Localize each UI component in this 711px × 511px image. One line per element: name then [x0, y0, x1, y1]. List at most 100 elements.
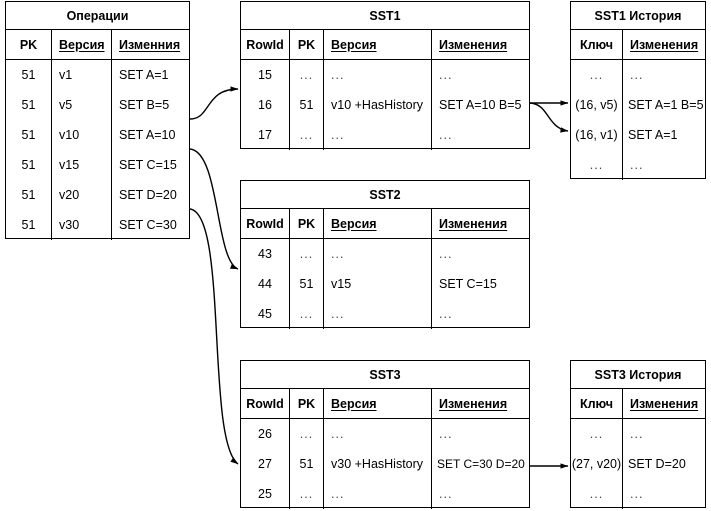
cell-changes: ... [431, 239, 529, 269]
cell-pk: ... [289, 239, 323, 269]
cell-rowid: 27 [258, 457, 272, 471]
cell-changes: SET D=20 [111, 180, 189, 210]
cell-version: v1 [51, 60, 111, 90]
sst1-history-table-title: SST1 История [571, 2, 705, 30]
sst3-history-col-changes: Изменения [622, 389, 704, 418]
cell-version: v10 [51, 120, 111, 150]
sst1-col-changes: Изменения [431, 30, 529, 59]
sst3-body: 26 ... ... ... 27 51 v30 +HasHistory SET… [241, 419, 529, 509]
sst3-col-version: Версия [323, 389, 431, 418]
cell-version: v10 +HasHistory [323, 90, 431, 120]
sst2-table: SST2 RowId PK Версия Изменения 43 ... ..… [240, 180, 530, 329]
sst1-header-row: RowId PK Версия Изменения [241, 30, 529, 60]
sst3-history-header-row: Ключ Изменения [571, 389, 705, 419]
cell-changes: SET A=1 [111, 60, 189, 90]
cell-rowid: 45 [258, 307, 272, 321]
cell-pk: 51 [21, 218, 36, 232]
table-row: 51 v15 SET C=15 [6, 150, 189, 180]
table-row: 25 ... ... ... [241, 479, 529, 509]
cell-rowid: 25 [258, 487, 272, 501]
cell-changes: ... [622, 479, 704, 509]
cell-version: ... [323, 120, 431, 150]
cell-rowid: 43 [258, 247, 272, 261]
cell-version: v15 [51, 150, 111, 180]
table-row: 51 v30 SET C=30 [6, 210, 189, 240]
sst3-history-col-key: Ключ [579, 396, 614, 411]
cell-version: v30 +HasHistory [323, 449, 431, 479]
table-row: 17 ... ... ... [241, 120, 529, 150]
cell-version: ... [323, 299, 431, 329]
cell-pk: 51 [289, 449, 323, 479]
table-row: 51 v1 SET A=1 [6, 60, 189, 90]
cell-key: ... [589, 68, 604, 82]
cell-changes: SET D=20 [622, 449, 704, 479]
sst1-col-pk: PK [289, 30, 323, 59]
table-row: 51 v10 SET A=10 [6, 120, 189, 150]
cell-changes: SET A=10 [111, 120, 189, 150]
table-row: 43 ... ... ... [241, 239, 529, 269]
cell-changes: ... [431, 479, 529, 509]
operations-col-changes: Изменния [111, 30, 189, 59]
sst2-col-changes: Изменения [431, 209, 529, 238]
cell-version: ... [323, 239, 431, 269]
cell-changes: ... [622, 419, 704, 449]
cell-version: ... [323, 419, 431, 449]
sst2-col-rowid: RowId [246, 216, 284, 231]
table-row: 26 ... ... ... [241, 419, 529, 449]
table-row: ... ... [571, 60, 705, 90]
table-row: 44 51 v15 SET C=15 [241, 269, 529, 299]
sst2-table-title: SST2 [241, 181, 529, 209]
sst1-table: SST1 RowId PK Версия Изменения 15 ... ..… [240, 1, 530, 150]
sst3-header-row: RowId PK Версия Изменения [241, 389, 529, 419]
cell-pk: 51 [21, 158, 36, 172]
connector-operations-v15-to-sst2 [189, 148, 239, 270]
operations-col-pk: PK [19, 37, 38, 52]
sst3-col-pk: PK [289, 389, 323, 418]
cell-pk: ... [289, 419, 323, 449]
table-row: ... ... [571, 479, 705, 509]
operations-body: 51 v1 SET A=1 51 v5 SET B=5 51 v10 SET A… [6, 60, 189, 240]
cell-pk: 51 [289, 90, 323, 120]
cell-changes: SET A=1 B=5 [622, 90, 704, 120]
cell-changes: ... [431, 60, 529, 90]
cell-changes: SET C=15 [111, 150, 189, 180]
cell-changes: SET B=5 [111, 90, 189, 120]
table-row: 45 ... ... ... [241, 299, 529, 329]
cell-rowid: 44 [258, 277, 272, 291]
cell-changes: ... [622, 60, 704, 90]
sst2-col-version: Версия [323, 209, 431, 238]
table-row: (27, v20) SET D=20 [571, 449, 705, 479]
sst3-history-table: SST3 История Ключ Изменения ... ... (27,… [570, 360, 706, 509]
cell-version: v20 [51, 180, 111, 210]
operations-table: Операции PK Версия Изменния 51 v1 SET A=… [5, 1, 190, 240]
sst1-history-body: ... ... (16, v5) SET A=1 B=5 (16, v1) SE… [571, 60, 705, 180]
operations-header-row: PK Версия Изменния [6, 30, 189, 60]
connector-operations-v30-to-sst3 [189, 208, 239, 465]
table-row: (16, v1) SET A=1 [571, 120, 705, 150]
sst1-body: 15 ... ... ... 16 51 v10 +HasHistory SET… [241, 60, 529, 150]
sst3-history-body: ... ... (27, v20) SET D=20 ... ... [571, 419, 705, 509]
operations-table-title: Операции [6, 2, 189, 30]
cell-key: ... [589, 158, 604, 172]
cell-key: (27, v20) [571, 457, 622, 471]
cell-pk: 51 [21, 128, 36, 142]
table-row: ... ... [571, 150, 705, 180]
cell-version: ... [323, 60, 431, 90]
table-row: 27 51 v30 +HasHistory SET C=30 D=20 [241, 449, 529, 479]
cell-changes: ... [431, 299, 529, 329]
cell-key: (16, v1) [575, 128, 618, 142]
connector-operations-v10-to-sst1 [189, 86, 239, 120]
sst1-col-version: Версия [323, 30, 431, 59]
sst3-col-changes: Изменения [431, 389, 529, 418]
sst3-col-rowid: RowId [246, 396, 284, 411]
cell-pk: 51 [289, 269, 323, 299]
cell-changes: ... [431, 419, 529, 449]
cell-changes: SET A=10 B=5 [431, 90, 529, 120]
cell-version: v5 [51, 90, 111, 120]
sst1-col-rowid: RowId [246, 37, 284, 52]
cell-pk: ... [289, 299, 323, 329]
cell-changes: SET A=1 [622, 120, 704, 150]
sst2-col-pk: PK [289, 209, 323, 238]
cell-version: ... [323, 479, 431, 509]
